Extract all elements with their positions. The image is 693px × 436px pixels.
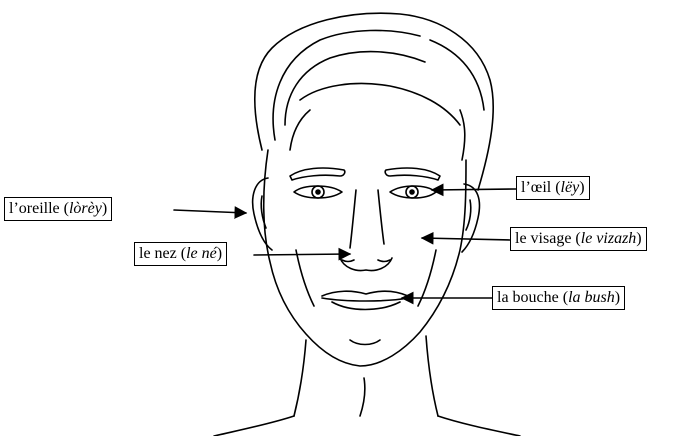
right-nostril	[378, 260, 390, 262]
hair-strand	[430, 40, 484, 110]
hair-strand	[460, 110, 465, 160]
nose-tip	[340, 258, 392, 271]
pron-nez: le né	[186, 245, 217, 262]
label-oreille: l’oreille (lòrèy)	[4, 197, 112, 221]
label-nez: le nez (le né)	[134, 242, 227, 266]
term-bouche: la bouche	[497, 289, 559, 306]
upper-lip	[322, 291, 408, 296]
arrow-oreille	[174, 210, 246, 213]
arrow-oeil	[432, 189, 516, 190]
hair-strand	[290, 110, 310, 150]
left-eyebrow	[290, 168, 345, 180]
term-visage: le visage	[515, 230, 571, 247]
arrow-visage	[422, 238, 510, 240]
left-pupil	[316, 190, 320, 194]
right-pupil	[410, 190, 414, 194]
left-nostril	[342, 260, 354, 262]
label-visage: le visage (le vizazh)	[510, 227, 647, 251]
pron-bouche: la bush	[568, 289, 615, 306]
neck-left	[294, 340, 306, 416]
lower-lip	[332, 302, 400, 310]
right-eyebrow	[385, 168, 440, 180]
hair-outline	[255, 13, 493, 190]
neck-right	[426, 336, 438, 416]
term-oeil: l’œil	[521, 179, 551, 196]
face-outline	[264, 150, 466, 366]
mouth-line	[322, 298, 408, 301]
hair-strand	[300, 84, 460, 125]
pron-visage: le vizazh	[581, 230, 637, 247]
pron-oreille: lòrèy	[69, 200, 102, 217]
nose-bridge	[350, 190, 356, 248]
arrow-nez	[254, 254, 350, 255]
pron-oeil: lëy	[561, 179, 580, 196]
label-bouche: la bouche (la bush)	[492, 286, 625, 310]
term-oreille: l’oreille	[9, 200, 60, 217]
adam-apple	[360, 378, 365, 416]
chin-dimple	[350, 340, 380, 345]
right-shoulder	[438, 416, 520, 436]
nose-bridge-right	[378, 190, 384, 244]
right-ear-inner	[466, 200, 471, 230]
term-nez: le nez	[139, 245, 177, 262]
cheek-line	[296, 250, 314, 306]
label-oeil: l’œil (lëy)	[516, 176, 590, 200]
left-shoulder	[214, 416, 294, 436]
